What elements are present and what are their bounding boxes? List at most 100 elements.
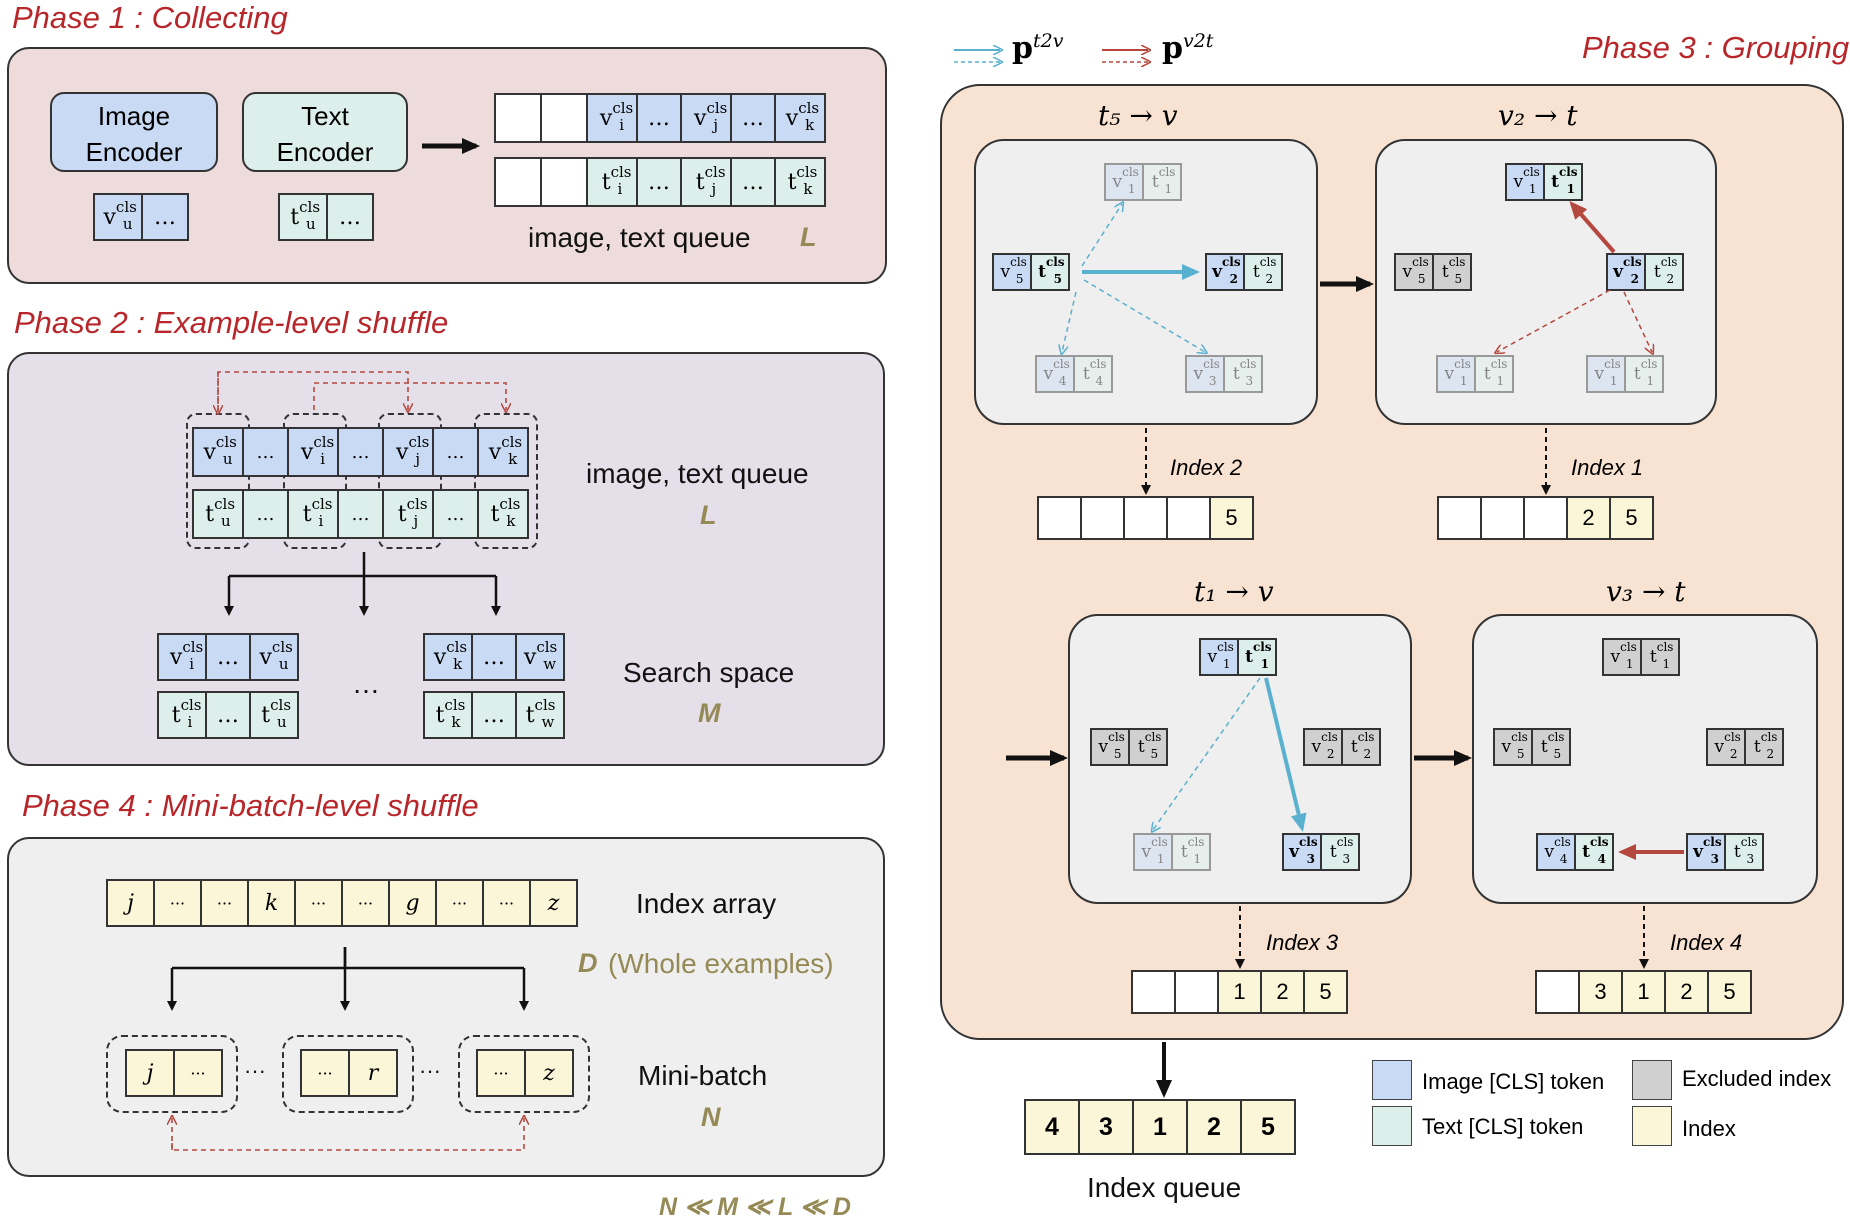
token-cell: … — [242, 489, 289, 539]
queue-cell: 5 — [1209, 496, 1254, 540]
minibatch-box-b — [282, 1035, 414, 1113]
token-cell: … — [636, 93, 682, 143]
minibatch-box-c — [458, 1035, 590, 1113]
queue-cell: 1 — [1132, 1099, 1188, 1155]
group-box-k — [474, 413, 538, 549]
queue-cell: 2 — [1664, 970, 1709, 1014]
minibatch-a: j ··· — [125, 1049, 223, 1097]
queue-cell: 3 — [1578, 970, 1623, 1014]
token-cell: … — [432, 489, 479, 539]
queue-cell — [1123, 496, 1168, 540]
minibatch-b: ··· r — [300, 1049, 398, 1097]
queue-cell — [1131, 970, 1176, 1014]
index-array-sub: (Whole examples) — [608, 948, 834, 979]
step2-arrows — [1497, 200, 1652, 352]
queue-cell: 5 — [1303, 970, 1348, 1014]
legend-excluded-swatch — [1632, 1060, 1672, 1100]
step3-index-label: Index 3 — [1266, 930, 1339, 955]
legend-text-label: Text [CLS] token — [1422, 1114, 1584, 1139]
phase2-queue-symbol: L — [700, 500, 717, 530]
queue-cell: 4 — [1024, 1099, 1080, 1155]
legend-v2t: pv2t — [1162, 30, 1213, 66]
step2-queue: 2 5 — [1437, 496, 1654, 540]
step1-index-label: Index 2 — [1170, 455, 1243, 480]
empty-cell — [540, 93, 588, 143]
queue-cell — [1080, 496, 1125, 540]
legend-index-swatch — [1632, 1106, 1672, 1146]
step3-arrows — [1153, 677, 1307, 830]
phase2-split-tree — [224, 552, 501, 616]
step1-title: t₅ → v — [1098, 99, 1178, 132]
group-box-i — [283, 413, 347, 549]
index-cell: z — [529, 879, 578, 927]
minibatch-c: ··· z — [476, 1049, 574, 1097]
text-encoder-line1: Text — [301, 101, 349, 131]
queue-cell — [1523, 496, 1568, 540]
queue-cell: 5 — [1240, 1099, 1296, 1155]
image-encoder: Image Encoder — [50, 92, 218, 172]
phase3-title: Phase 3 : Grouping — [1582, 30, 1850, 65]
token-cell: … — [242, 427, 289, 477]
token-cell: … — [205, 633, 251, 681]
index-cell: ··· — [173, 1049, 223, 1097]
queue-cell: 5 — [1609, 496, 1654, 540]
step1-queue: 5 — [1037, 496, 1254, 540]
index-cell: ··· — [300, 1049, 350, 1097]
search-space-ellipsis: … — [352, 668, 380, 699]
text-encoder-line2: Encoder — [276, 137, 374, 167]
phase2-queue-label: image, text queue — [586, 458, 809, 489]
legend-t2v: pt2v — [1012, 30, 1063, 66]
legend-excluded-label: Excluded index — [1682, 1066, 1832, 1091]
image-encoder-line2: Encoder — [85, 137, 183, 167]
token-cell: … — [471, 691, 517, 739]
